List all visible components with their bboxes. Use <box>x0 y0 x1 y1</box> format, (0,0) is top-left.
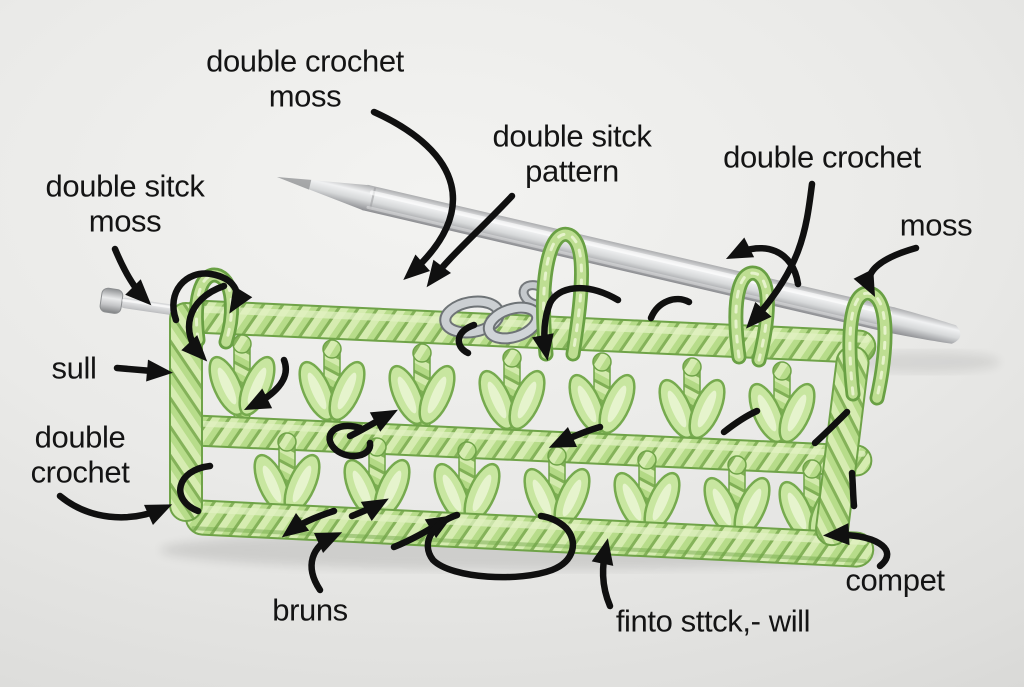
annotation-arrow <box>848 469 858 510</box>
label-double-crochet-moss: double crochet moss <box>206 43 404 113</box>
crochet-stitch <box>381 342 463 433</box>
annotation-arrow <box>647 295 693 322</box>
annotation-arrow <box>823 523 891 570</box>
annotation-arrow <box>281 507 338 538</box>
annotation-arrow <box>426 192 516 288</box>
annotation-arrow <box>326 422 374 460</box>
annotation-arrows <box>56 108 920 610</box>
annotation-arrow <box>811 408 851 447</box>
crochet-stitch <box>741 360 823 451</box>
annotation-arrow <box>113 359 173 382</box>
annotation-arrow <box>745 180 816 329</box>
yarn-loop <box>536 226 589 362</box>
label-sull: sull <box>51 350 97 386</box>
annotation-arrow <box>548 423 604 448</box>
annotation-arrow <box>111 245 152 306</box>
crochet-stitch <box>291 338 373 429</box>
annotation-arrow <box>853 244 920 298</box>
annotation-arrow <box>243 356 289 411</box>
annotation-arrow <box>348 498 389 521</box>
annotation-arrow <box>725 237 802 288</box>
crochet-stitch <box>471 347 553 438</box>
annotation-arrow <box>720 407 761 436</box>
label-double-crochet-left: double crochet <box>30 419 130 489</box>
crochet-stitch <box>651 356 733 447</box>
swatch-bottom-chain <box>184 499 875 568</box>
crochet-stitch <box>201 333 283 424</box>
label-double-sitck-pattern: double sitck pattern <box>492 118 652 188</box>
annotation-arrow <box>455 321 478 357</box>
annotation-arrow <box>56 492 173 525</box>
label-double-sitck-moss: double sitck moss <box>45 168 205 238</box>
annotation-arrow <box>532 284 622 361</box>
annotation-arrow <box>424 511 577 581</box>
annotation-arrow <box>177 462 214 515</box>
annotation-arrow <box>181 282 228 362</box>
annotation-arrow <box>370 108 457 280</box>
label-compet: compet <box>845 562 945 598</box>
annotation-arrow <box>591 538 614 610</box>
annotation-arrow <box>308 532 343 594</box>
label-moss-right: moss <box>899 207 973 243</box>
label-bruns: bruns <box>272 592 348 628</box>
label-double-crochet-top-right: double crochet <box>723 139 921 175</box>
annotation-arrow <box>346 409 398 440</box>
annotation-arrow <box>170 270 253 324</box>
label-finto-sttck-will: finto sttck,- will <box>615 603 811 639</box>
